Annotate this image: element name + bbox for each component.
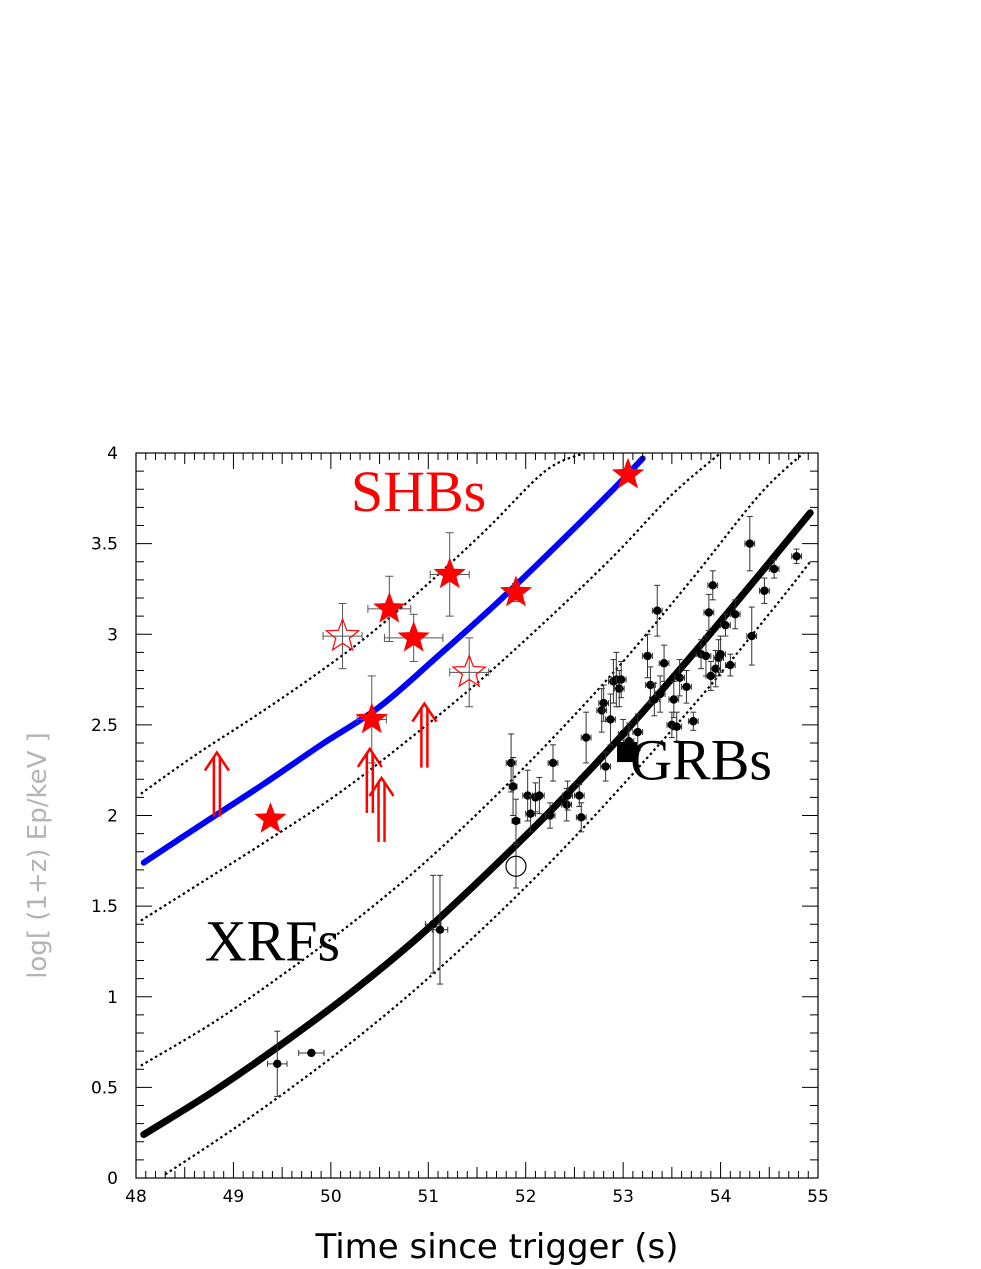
grb-point xyxy=(615,660,627,699)
shb_filled-point xyxy=(367,575,412,642)
y-tick-label: 3 xyxy=(107,625,118,645)
annotation-grbs: GRBs xyxy=(630,727,772,792)
x-tick-label: 54 xyxy=(710,1187,732,1207)
grb-point xyxy=(707,570,719,601)
grb-point xyxy=(703,593,715,632)
grb-point xyxy=(651,584,663,637)
x-axis-title: Time since trigger (s) xyxy=(314,1227,678,1267)
grb_open_circle-point xyxy=(505,844,527,889)
shb_open-point xyxy=(449,637,490,708)
grb-point xyxy=(642,633,653,679)
grb-point xyxy=(605,693,616,746)
grb_band_upper-line xyxy=(140,453,805,1067)
grb-point xyxy=(681,670,692,704)
grb-point xyxy=(600,751,611,782)
shb_filled-point xyxy=(611,457,645,489)
grb-point xyxy=(729,599,741,630)
x-tick-label: 53 xyxy=(612,1187,634,1207)
y-tick-label: 2 xyxy=(107,807,118,827)
grb-point xyxy=(575,802,587,833)
grb-point xyxy=(561,787,573,822)
grb-point xyxy=(431,874,449,985)
fit-lines xyxy=(140,453,814,1176)
shb_lower_limit-point xyxy=(356,746,383,813)
grb-point xyxy=(511,798,521,844)
grb-point xyxy=(715,635,726,673)
x-tick-label: 49 xyxy=(223,1187,245,1207)
y-tick-label: 1.5 xyxy=(91,897,118,917)
shb_open-point xyxy=(322,602,363,670)
grb-point xyxy=(658,644,670,682)
shb_filled-point xyxy=(254,802,287,833)
grb-point xyxy=(724,653,736,677)
x-tick-label: 51 xyxy=(417,1187,439,1207)
grb-point xyxy=(508,757,518,816)
grb-point xyxy=(687,711,699,731)
shb_lower_limit-point xyxy=(368,775,395,842)
grb-point xyxy=(668,680,680,719)
shb_band_lower-line xyxy=(140,453,722,922)
y-tick-label: 3.5 xyxy=(91,535,118,555)
x-tick-label: 48 xyxy=(125,1187,147,1207)
grb-point xyxy=(768,559,780,579)
annotation-shbs: SHBs xyxy=(351,459,486,524)
grb-point xyxy=(759,577,770,604)
grb-point xyxy=(645,666,656,704)
shb_filled-point xyxy=(355,675,388,764)
y-tick-label: 0.5 xyxy=(91,1078,118,1098)
grb-point xyxy=(648,682,660,717)
grb-point xyxy=(424,874,442,974)
y-axis-title: log[ (1+z) Ep/keV ] xyxy=(23,732,53,979)
axis-ticks: 48 49 50 51 52 53 54 55 0 0.5 1 1.5 2 2.5 3 3.5 4 xyxy=(91,444,829,1207)
y-tick-label: 2.5 xyxy=(91,716,118,736)
grb-point xyxy=(700,635,712,677)
grb-point xyxy=(671,711,683,742)
grb-point xyxy=(562,780,573,811)
data-points xyxy=(203,457,802,1097)
grb-point xyxy=(674,659,686,697)
grb-point xyxy=(632,713,644,751)
grb-point xyxy=(720,613,731,637)
y-tick-label: 0 xyxy=(107,1169,118,1189)
grb-point xyxy=(598,684,610,722)
grb-point xyxy=(544,802,556,829)
x-tick-label: 50 xyxy=(320,1187,342,1207)
grb-point xyxy=(533,776,545,815)
shb_lower_limit-point xyxy=(411,701,438,768)
grb-point xyxy=(547,744,559,782)
grb_fit-line xyxy=(140,509,814,1138)
shb_filled-point xyxy=(383,613,444,662)
annotation-xrfs: XRFs xyxy=(205,909,340,974)
shb_filled-point xyxy=(499,575,533,607)
grb_square-point xyxy=(617,742,638,763)
x-tick-label: 55 xyxy=(807,1187,829,1207)
shb_filled-point xyxy=(429,532,470,617)
shb_band_upper-line xyxy=(140,453,585,795)
y-tick-label: 1 xyxy=(107,988,118,1008)
grb-point xyxy=(298,1048,325,1058)
shb_lower_limit-point xyxy=(203,750,230,817)
x-tick-label: 52 xyxy=(515,1187,537,1207)
grb-point xyxy=(654,675,666,713)
grb-point xyxy=(744,515,756,572)
grb-point xyxy=(596,688,608,733)
y-tick-label: 4 xyxy=(107,444,118,464)
grb_band_lower-line xyxy=(164,561,812,1176)
grb-point xyxy=(267,1030,288,1097)
grb-point xyxy=(580,711,592,764)
grb-point xyxy=(791,548,802,565)
grb-point xyxy=(746,606,758,666)
shb_fit-line xyxy=(140,455,646,866)
